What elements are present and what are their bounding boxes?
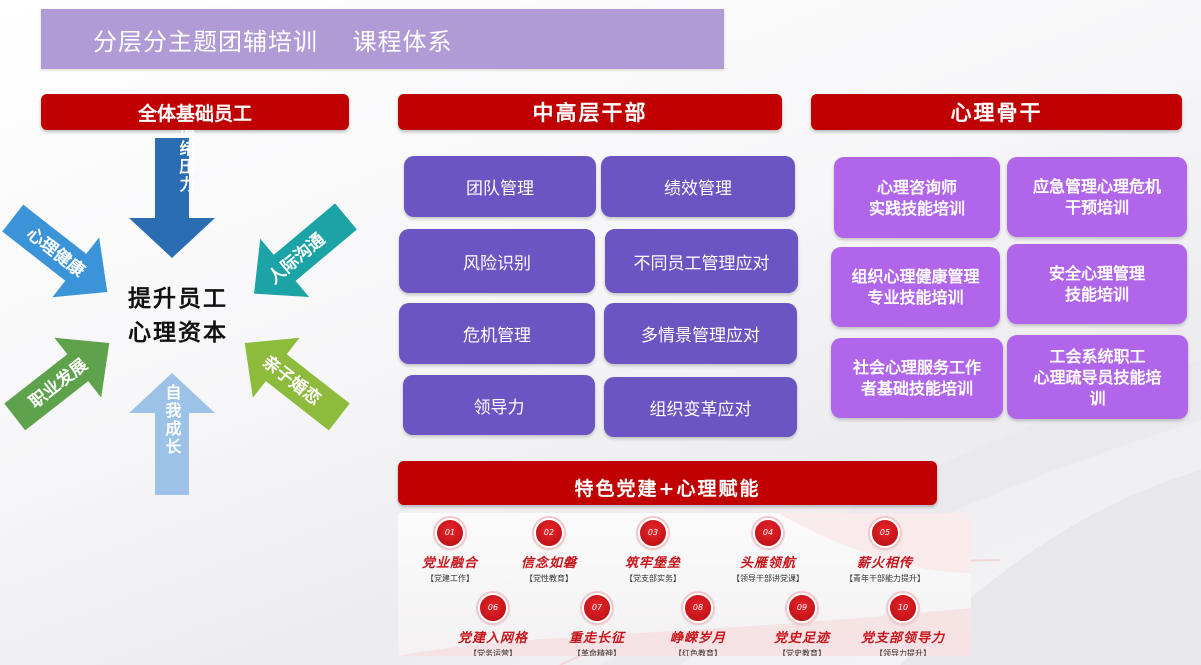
header-party-label: 特色党建+心理赋能 bbox=[574, 478, 761, 500]
course-label: 安全心理管理 技能培训 bbox=[1048, 264, 1145, 304]
course-org-mental-health[interactable]: 组织心理健康管理 专业技能培训 bbox=[831, 247, 1000, 327]
party-item-subtitle: 【革命精神】 bbox=[573, 649, 621, 656]
party-item-title: 党史足迹 bbox=[773, 631, 830, 646]
party-item-number: 02 bbox=[534, 518, 564, 548]
party-item[interactable]: 01 党业融合【党建工作】 bbox=[398, 518, 510, 584]
course-label: 社会心理服务工作 者基础技能培训 bbox=[852, 358, 981, 398]
party-item-subtitle: 【红色教育】 bbox=[674, 649, 722, 656]
party-item-number: 05 bbox=[870, 518, 900, 548]
arrow-diagram: 情绪压力 人际沟通 亲子婚恋 自我成长 职业发展 心理健康 提升员工 心理资本 bbox=[2, 130, 357, 495]
header-basic-label: 全体基础员工 bbox=[137, 102, 252, 125]
party-item-title: 党业融合 bbox=[421, 556, 478, 571]
party-item-subtitle: 【领导力提升】 bbox=[875, 649, 931, 656]
course-employee-management[interactable]: 不同员工管理应对 bbox=[605, 229, 798, 293]
party-item-number: 10 bbox=[888, 593, 918, 623]
arrow-mental-health: 心理健康 bbox=[2, 204, 108, 298]
course-union-counselor[interactable]: 工会系统职工 心理疏导员技能培 训 bbox=[1007, 335, 1188, 419]
party-item[interactable]: 07 重走长征【革命精神】 bbox=[537, 593, 657, 656]
party-item-subtitle: 【党务运营】 bbox=[469, 649, 517, 656]
party-item-title: 信念如磐 bbox=[520, 556, 577, 571]
course-label: 多情景管理应对 bbox=[641, 326, 760, 346]
course-leadership[interactable]: 领导力 bbox=[403, 375, 595, 435]
party-item-title: 党支部领导力 bbox=[860, 631, 945, 646]
course-crisis-management[interactable]: 危机管理 bbox=[399, 303, 595, 364]
course-performance-management[interactable]: 绩效管理 bbox=[601, 156, 795, 217]
party-item[interactable]: 03 筑牢堡垒【党支部实务】 bbox=[593, 518, 713, 584]
party-item-title: 峥嵘岁月 bbox=[669, 631, 726, 646]
party-item-number: 03 bbox=[638, 518, 668, 548]
party-item-subtitle: 【党支部实务】 bbox=[625, 574, 681, 583]
party-item[interactable]: 04 头雁领航【领导干部讲党课】 bbox=[708, 518, 828, 584]
course-counselor-practice[interactable]: 心理咨询师 实践技能培训 bbox=[834, 157, 1000, 238]
party-item-title: 头雁领航 bbox=[739, 556, 796, 571]
party-item-number: 07 bbox=[582, 593, 612, 623]
course-risk-identification[interactable]: 风险识别 bbox=[399, 229, 595, 293]
header-backbone-label: 心理骨干 bbox=[950, 101, 1043, 125]
party-item[interactable]: 08 峥嵘岁月【红色教育】 bbox=[638, 593, 758, 656]
party-item-title: 薪火相传 bbox=[856, 556, 913, 571]
party-item-title: 党建入网格 bbox=[457, 631, 528, 646]
course-label: 不同员工管理应对 bbox=[633, 253, 770, 274]
party-item-subtitle: 【党性教育】 bbox=[525, 574, 573, 583]
header-basic-employees: 全体基础员工 bbox=[41, 94, 349, 130]
arrow-family-marriage: 亲子婚恋 bbox=[244, 337, 350, 431]
party-item-number: 08 bbox=[683, 593, 713, 623]
course-label: 领导力 bbox=[473, 397, 525, 418]
center-text-line-2: 心理资本 bbox=[128, 320, 228, 346]
header-mid-label: 中高层干部 bbox=[532, 101, 648, 125]
header-psych-backbone: 心理骨干 bbox=[811, 94, 1182, 130]
course-label: 团队管理 bbox=[466, 179, 534, 199]
party-item-subtitle: 【领导干部讲党课】 bbox=[732, 574, 804, 583]
party-item-title: 重走长征 bbox=[568, 631, 625, 646]
party-item[interactable]: 10 党支部领导力【领导力提升】 bbox=[843, 593, 963, 656]
party-item-number: 01 bbox=[435, 518, 465, 548]
course-label: 应急管理心理危机 干预培训 bbox=[1032, 177, 1161, 217]
center-text-line-1: 提升员工 bbox=[128, 285, 228, 312]
course-safety-psych[interactable]: 安全心理管理 技能培训 bbox=[1007, 244, 1187, 324]
course-label: 危机管理 bbox=[463, 326, 531, 346]
page-title-bar: 分层分主题团辅培训 课程体系 bbox=[41, 9, 724, 69]
party-item[interactable]: 06 党建入网格【党务运营】 bbox=[433, 593, 553, 656]
header-mid-senior-cadres: 中高层干部 bbox=[398, 94, 782, 130]
header-party-building: 特色党建+心理赋能 bbox=[398, 461, 937, 505]
course-emergency-crisis[interactable]: 应急管理心理危机 干预培训 bbox=[1007, 157, 1187, 237]
party-item-title: 筑牢堡垒 bbox=[624, 556, 681, 571]
party-item[interactable]: 02 信念如磐【党性教育】 bbox=[489, 518, 609, 584]
arrow-emotion-stress: 情绪压力 bbox=[129, 130, 215, 258]
course-team-management[interactable]: 团队管理 bbox=[404, 156, 596, 217]
arrow-label: 自我成长 bbox=[163, 383, 182, 456]
party-item-subtitle: 【党建工作】 bbox=[426, 574, 474, 583]
party-building-panel: 01 党业融合【党建工作】 02 信念如磐【党性教育】 03 筑牢堡垒【党支部实务】 04 头… bbox=[398, 513, 971, 656]
course-label: 组织变革应对 bbox=[649, 399, 752, 420]
course-label: 心理咨询师 实践技能培训 bbox=[868, 177, 965, 218]
course-org-change[interactable]: 组织变革应对 bbox=[604, 377, 797, 437]
party-item-number: 09 bbox=[787, 593, 817, 623]
course-multi-scenario[interactable]: 多情景管理应对 bbox=[604, 303, 797, 364]
arrow-career: 职业发展 bbox=[4, 337, 110, 431]
page-title: 分层分主题团辅培训 课程体系 bbox=[93, 28, 453, 56]
party-item-subtitle: 【党史教育】 bbox=[778, 649, 826, 656]
course-label: 工会系统职工 心理疏导员技能培 训 bbox=[1033, 346, 1162, 408]
course-label: 绩效管理 bbox=[664, 179, 732, 199]
party-item-number: 04 bbox=[753, 518, 783, 548]
arrow-interpersonal: 人际沟通 bbox=[254, 203, 357, 297]
arrow-self-growth: 自我成长 bbox=[129, 373, 215, 495]
party-item[interactable]: 09 党史足迹【党史教育】 bbox=[742, 593, 862, 656]
arrow-label: 情绪压力 bbox=[177, 130, 196, 194]
course-label: 组织心理健康管理 专业技能培训 bbox=[851, 267, 980, 307]
party-item[interactable]: 05 薪火相传【青年干部能力提升】 bbox=[825, 518, 945, 584]
party-item-subtitle: 【青年干部能力提升】 bbox=[845, 574, 925, 583]
course-social-psych-service[interactable]: 社会心理服务工作 者基础技能培训 bbox=[831, 338, 1003, 418]
course-label: 风险识别 bbox=[463, 253, 531, 274]
party-item-number: 06 bbox=[478, 593, 508, 623]
